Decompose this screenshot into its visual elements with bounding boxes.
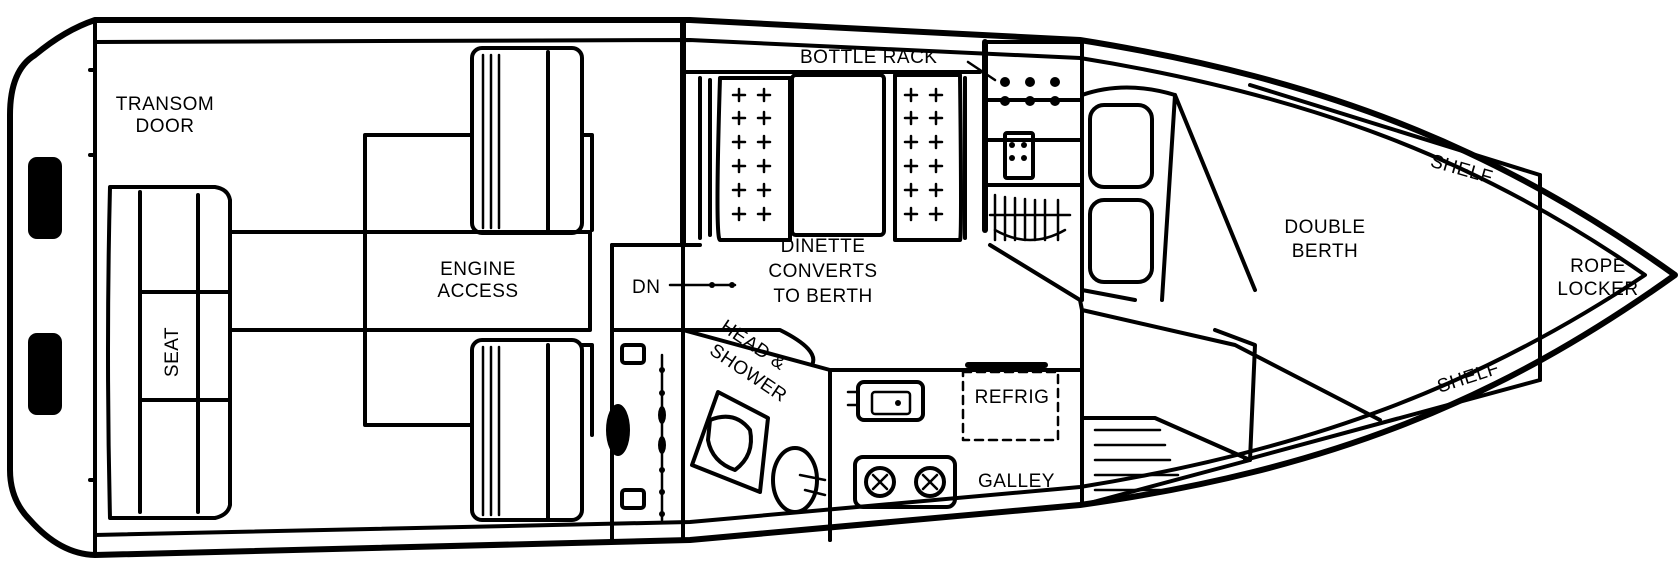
engine-hatch-upper <box>470 46 594 235</box>
dinette-cushion-tufts-icon <box>731 87 944 222</box>
engine-hatch-lower <box>470 338 594 522</box>
dinette-label-3: TO BERTH <box>773 286 872 307</box>
forward-locker-slats <box>1080 416 1252 507</box>
hatch-hinge-icon <box>606 343 646 510</box>
aft-seat <box>106 185 232 520</box>
galley <box>828 308 1084 542</box>
bottle-rack-label: BOTTLE RACK <box>800 47 937 68</box>
double-berth-label-2: BERTH <box>1292 241 1359 262</box>
bottle-rack-icon <box>1000 77 1060 161</box>
dinette-label-1: DINETTE <box>781 236 866 257</box>
hanging-locker-icon <box>988 193 1072 242</box>
galley-label: GALLEY <box>978 471 1055 492</box>
transom-porthole-icon <box>28 157 62 415</box>
rope-locker-label-1: ROPE <box>1570 256 1626 277</box>
transom-door-label-2: DOOR <box>136 116 195 137</box>
engine-access-label-1: ENGINE <box>440 259 516 280</box>
engine-access-label-2: ACCESS <box>437 281 518 302</box>
stairs-arrow-icon <box>668 282 737 288</box>
bottle-rack-leader <box>966 60 997 82</box>
dinette <box>681 70 982 242</box>
hull-outline <box>7 17 1678 558</box>
toilet-icon <box>690 390 770 494</box>
seat-label: SEAT <box>162 327 183 377</box>
dn-label: DN <box>632 277 660 298</box>
cabin-bulkhead <box>610 17 702 542</box>
head-sink-icon <box>771 446 827 514</box>
stove-burner-icon <box>853 455 957 509</box>
transom-door-label-1: TRANSOM <box>116 94 215 115</box>
galley-sink-icon <box>846 380 925 422</box>
engine-area <box>228 133 592 427</box>
double-berth-label-1: DOUBLE <box>1284 217 1365 238</box>
dinette-label-2: CONVERTS <box>768 261 877 282</box>
companionway-steps <box>658 353 666 522</box>
rope-locker-label-2: LOCKER <box>1557 279 1638 300</box>
refrigerator <box>961 370 1060 442</box>
refrig-label: REFRIG <box>975 387 1050 408</box>
